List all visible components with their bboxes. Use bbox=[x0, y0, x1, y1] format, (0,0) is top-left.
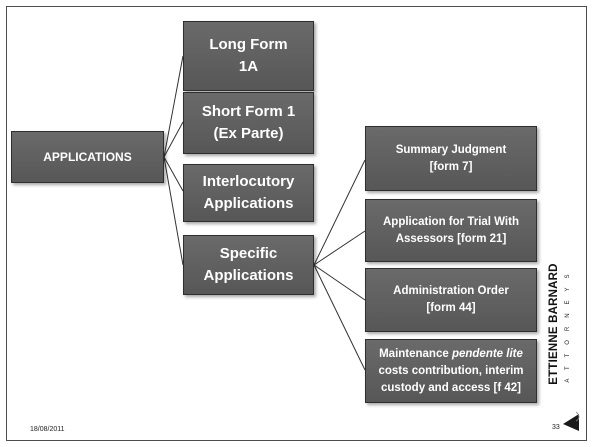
footer-date: 18/08/2011 bbox=[30, 426, 65, 433]
node-interlocutory-line1: Interlocutory bbox=[202, 173, 295, 190]
node-interlocutory-line2: Applications bbox=[203, 195, 294, 212]
back-arrow-icon[interactable] bbox=[561, 410, 581, 432]
node-short-form-line1: Short Form 1 bbox=[201, 103, 296, 120]
node-maintenance-line1-text: Maintenance bbox=[379, 347, 452, 360]
logo-subtitle: ATTORNEYS bbox=[565, 265, 571, 383]
connector-root-long-form bbox=[163, 55, 184, 158]
node-short-form: Short Form 1 (Ex Parte) bbox=[183, 92, 314, 154]
node-summary-judgment-line2: [form 7] bbox=[429, 160, 473, 173]
connector-specific-trial bbox=[313, 230, 366, 266]
node-maintenance-line3: custody and access [f 42] bbox=[381, 381, 521, 394]
node-long-form-line2: 1A bbox=[238, 58, 259, 75]
node-specific-line1: Specific bbox=[219, 245, 278, 262]
node-summary-judgment-line1: Summary Judgment bbox=[395, 143, 507, 156]
node-long-form: Long Form 1A bbox=[183, 21, 314, 91]
node-interlocutory: Interlocutory Applications bbox=[183, 164, 314, 222]
node-long-form-line1: Long Form bbox=[209, 36, 288, 53]
node-specific: Specific Applications bbox=[183, 235, 314, 295]
node-trial-assessors-line2: Assessors [form 21] bbox=[395, 232, 507, 245]
node-short-form-line2: (Ex Parte) bbox=[213, 125, 284, 142]
node-maintenance-line1: Maintenance pendente lite bbox=[378, 346, 523, 363]
logo-name: ETTIENNE BARNARD bbox=[548, 263, 560, 385]
connector-root-interlocutory bbox=[163, 156, 184, 192]
node-summary-judgment: Summary Judgment [form 7] bbox=[365, 126, 537, 191]
connector-root-specific bbox=[163, 156, 184, 266]
node-administration-order: Administration Order [form 44] bbox=[365, 268, 537, 332]
node-administration-order-line2: [form 44] bbox=[426, 302, 476, 314]
connector-specific-summary bbox=[313, 159, 366, 266]
node-trial-assessors: Application for Trial With Assessors [fo… bbox=[365, 199, 537, 262]
connector-root-short-form bbox=[163, 121, 184, 158]
node-applications: APPLICATIONS bbox=[11, 131, 164, 183]
node-administration-order-line1: Administration Order bbox=[393, 285, 509, 297]
node-maintenance-line1-italic: pendente lite bbox=[451, 347, 523, 360]
connector-specific-admin bbox=[313, 264, 366, 301]
connector-specific-maintenance bbox=[313, 264, 366, 371]
page-number: 33 bbox=[552, 424, 560, 431]
node-specific-line2: Applications bbox=[203, 267, 294, 284]
node-applications-label: APPLICATIONS bbox=[43, 150, 132, 164]
ettienne-barnard-logo: ETTIENNE BARNARD ATTORNEYS bbox=[546, 254, 576, 394]
node-trial-assessors-line1: Application for Trial With bbox=[383, 215, 519, 228]
node-maintenance-line2: costs contribution, interim bbox=[378, 364, 524, 377]
node-maintenance: Maintenance pendente lite costs contribu… bbox=[365, 339, 537, 403]
slide-border bbox=[6, 6, 587, 441]
